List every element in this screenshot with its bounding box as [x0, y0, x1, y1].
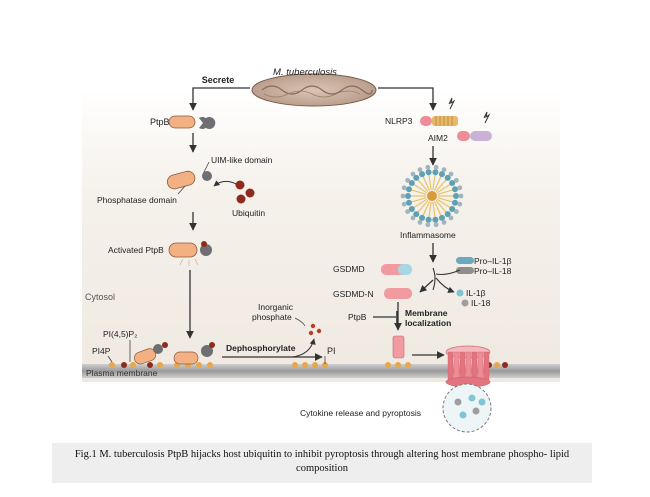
to-il-arrow [435, 277, 455, 293]
membrane-ptpb-icons [134, 342, 215, 365]
activated-ptpb-icon [168, 241, 212, 266]
pi4p-label: PI4P [92, 346, 111, 356]
phosphate-dots [308, 323, 322, 336]
plasma-membrane-band [82, 364, 560, 378]
inflammasome-icon [400, 164, 464, 228]
lipid-head [147, 362, 153, 368]
figure-caption: Fig.1 M. tuberculosis PtpB hijacks host … [74, 449, 570, 474]
inorganic-phosphate-label-line2: phosphate [252, 312, 292, 322]
secrete-label: Secrete [202, 75, 235, 85]
ubiquitin-binding-arrow [213, 180, 237, 187]
nlrp3-activation-bolt-icon [448, 97, 456, 110]
lipid-head [302, 362, 308, 368]
il1b-label: IL-1β [466, 288, 486, 298]
activated-ptpb-label: Activated PtpB [108, 245, 164, 255]
pro-il-merge-line [435, 269, 461, 275]
aim2-protein-icon [457, 131, 492, 141]
lipid-head [196, 362, 202, 368]
ptpb-domains-icon [166, 170, 212, 190]
aim2-label: AIM2 [428, 133, 448, 143]
lipid-head [312, 362, 318, 368]
pro-il1b-icon [456, 257, 474, 264]
pro-il1b-label: Pro–IL-1β [474, 256, 512, 266]
lipid-head [494, 362, 500, 368]
mtb-to-nlrp3-arrow [378, 87, 437, 111]
lipid-head [322, 362, 328, 368]
lipid-head [405, 362, 411, 368]
ubiquitin-label: Ubiquitin [232, 208, 265, 218]
inorganic-phosphate-label-line1: Inorganic [258, 302, 294, 312]
ubiquitin-icon [235, 180, 255, 204]
gsdmd-label: GSDMD [333, 264, 365, 274]
figure-caption-box [52, 443, 592, 483]
lipid-head [292, 362, 298, 368]
il18-icon [461, 299, 469, 307]
pi45p2-label: PI(4,5)P₂ [103, 329, 137, 339]
gsdmd-n-membrane-icon [392, 335, 405, 359]
membrane-localization-label-line1: Membrane [405, 308, 448, 318]
lipid-head [157, 362, 163, 368]
gsdmd-n-protein-icon [384, 288, 412, 299]
ptpb-inhibit-label: PtpB [348, 312, 367, 322]
lipid-head [502, 362, 508, 368]
il1b-icon [456, 289, 464, 297]
aim2-activation-bolt-icon [483, 111, 491, 124]
pi-label: PI [327, 346, 336, 356]
to-gsdmd-n-arrow [419, 279, 434, 293]
nlrp3-protein-icon [420, 116, 458, 126]
inflammasome-label: Inflammasome [400, 230, 456, 240]
gsdmd-pore-icon [445, 345, 491, 388]
uim-domain-label: UIM-like domain [211, 155, 273, 165]
cytokine-release-label: Cytokine release and pyroptosis [300, 408, 421, 418]
secrete-arrow [189, 87, 250, 111]
mtb-label: M. tuberculosis [273, 67, 337, 78]
lipid-head [130, 362, 136, 368]
phosphatase-domain-pointer [177, 185, 186, 195]
il18-label: IL-18 [471, 298, 491, 308]
ptpb-top-label: PtpB [150, 117, 170, 127]
pi4p-pointer [107, 355, 113, 363]
cleavage-arrow-stem [432, 267, 436, 291]
lipid-head [109, 362, 115, 368]
pro-il18-icon [456, 267, 474, 274]
membrane-localization-label-line2: localization [405, 318, 451, 328]
plasma-membrane-label: Plasma membrane [86, 368, 158, 378]
lipid-head [385, 362, 391, 368]
lipid-head [121, 362, 127, 368]
dephosphorylate-label: Dephosphorylate [226, 343, 296, 353]
phosphate-pointer [294, 317, 306, 327]
phosphate-release-arrow [291, 338, 316, 358]
gsdmd-protein-icon [381, 264, 412, 275]
pro-il18-label: Pro–IL-18 [474, 266, 512, 276]
nlrp3-label: NLRP3 [385, 116, 413, 126]
phosphatase-domain-label: Phosphatase domain [97, 195, 177, 205]
lipid-head [207, 362, 213, 368]
ptpb-protein-icon [168, 115, 216, 129]
released-cytokines-cell [442, 383, 492, 433]
mtb-bacterium [251, 73, 377, 107]
cytosol-label: Cytosol [85, 292, 115, 302]
gsdmd-n-label: GSDMD-N [333, 289, 374, 299]
lipid-head [395, 362, 401, 368]
